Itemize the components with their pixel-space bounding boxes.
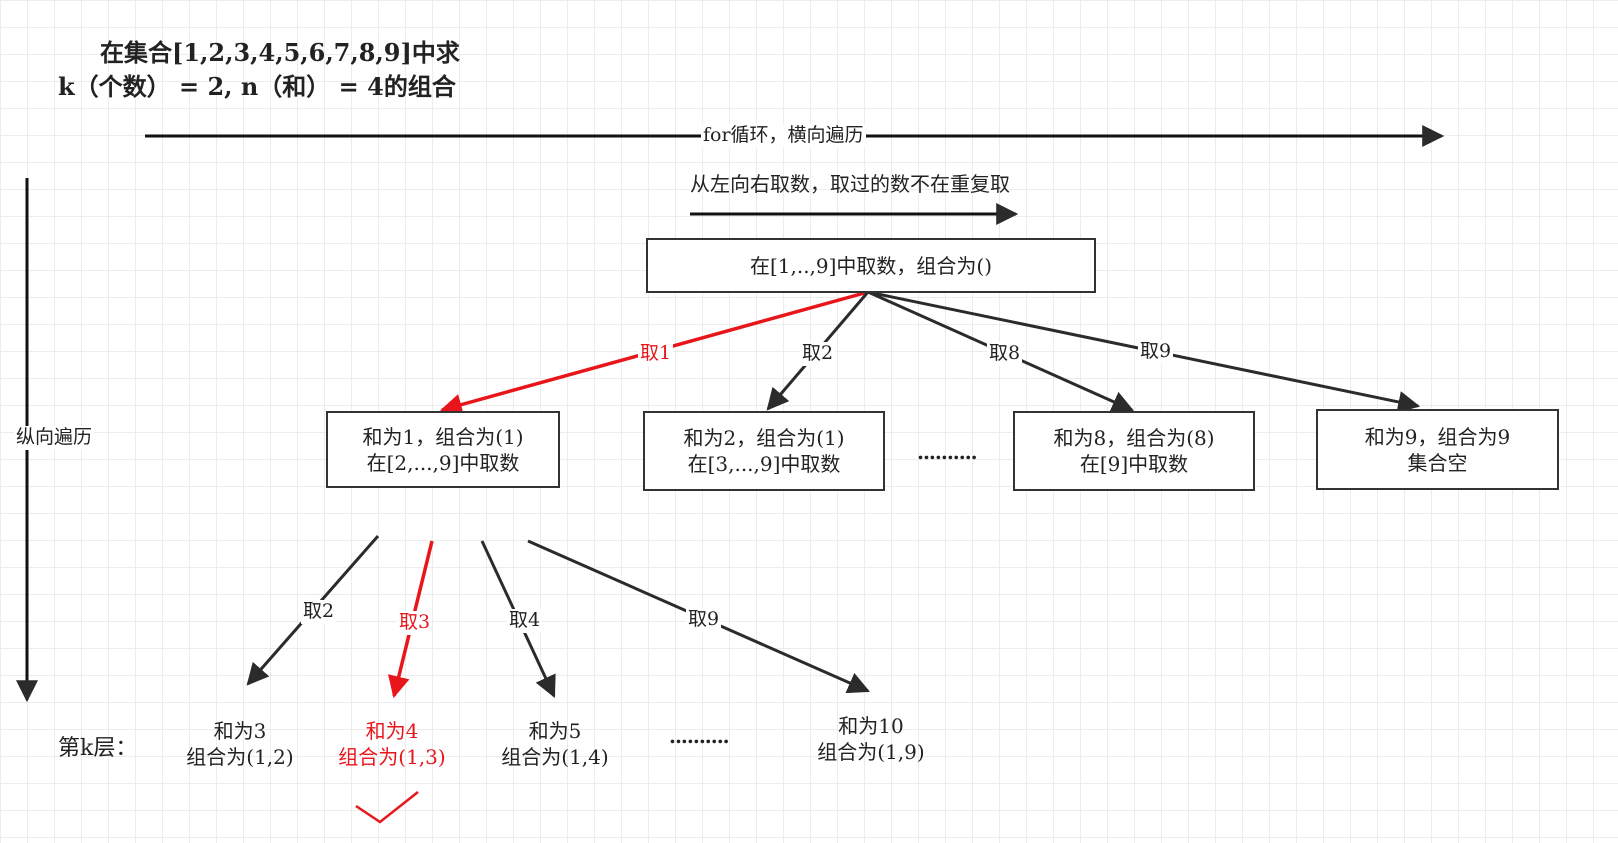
leaf-sum-10-line-1: 和为10 [838,714,904,738]
leaf-sum-10-line-2: 组合为(1,9) [817,740,925,764]
leaf-sum-10: 和为10 组合为(1,9) [806,713,936,765]
edge-label-take-9: 取9 [1138,340,1174,364]
edge-label-level2-take-2: 取2 [301,600,337,624]
root-node: 在[1,..,9]中取数，组合为() [646,238,1096,293]
node-sum-2-line-2: 在[3,...,9]中取数 [687,452,841,476]
node-sum-8-line-1: 和为8，组合为(8) [1053,426,1215,450]
level-k-label: 第k层： [58,736,138,761]
root-node-text: 在[1,..,9]中取数，组合为() [749,253,993,278]
vertical-traversal-label: 纵向遍历 [14,426,95,450]
edge-label-take-8: 取8 [987,342,1023,366]
node-sum-9-line-1: 和为9，组合为9 [1364,424,1511,449]
leaf-sum-4-line-1: 和为4 [365,719,419,743]
leaf-sum-5-line-2: 组合为(1,4) [501,745,609,769]
edge-label-level2-take-9: 取9 [686,608,722,632]
title-line-2: k（个数） = 2, n（和） = 4的组合 [58,72,456,101]
node-sum-1-line-2: 在[2,...,9]中取数 [366,450,520,475]
node-sum-8-line-2: 在[9]中取数 [1079,452,1189,476]
node-sum-9: 和为9，组合为9 集合空 [1316,409,1559,490]
node-sum-1-line-1: 和为1，组合为(1) [362,424,524,449]
edge-label-level2-take-3: 取3 [397,611,433,635]
level2-ellipsis: .......... [669,724,730,748]
leaf-sum-5-line-1: 和为5 [528,719,582,743]
node-sum-8: 和为8，组合为(8) 在[9]中取数 [1013,411,1255,491]
leaf-sum-4: 和为4 组合为(1,3) [327,718,457,770]
level1-ellipsis: .......... [917,440,978,464]
title-line-1: 在集合[1,2,3,4,5,6,7,8,9]中求 [100,38,460,67]
leaf-sum-5: 和为5 组合为(1,4) [490,718,620,770]
node-sum-9-line-2: 集合空 [1407,450,1468,475]
leaf-sum-4-line-2: 组合为(1,3) [338,745,446,769]
edge-label-take-1: 取1 [638,342,674,366]
edge-label-level2-take-4: 取4 [507,609,543,633]
leaf-sum-3-line-1: 和为3 [213,719,267,743]
check-mark-icon [355,791,419,824]
node-sum-2: 和为2，组合为(1) 在[3,...,9]中取数 [643,411,885,491]
horizontal-traversal-label: for循环，横向遍历 [701,124,866,148]
leaf-sum-3-line-2: 组合为(1,2) [186,745,294,769]
edge-label-take-2: 取2 [800,342,836,366]
node-sum-1: 和为1，组合为(1) 在[2,...,9]中取数 [326,411,560,488]
node-sum-2-line-1: 和为2，组合为(1) [683,426,845,450]
leaf-sum-3: 和为3 组合为(1,2) [175,718,305,770]
rule-label: 从左向右取数，取过的数不在重复取 [690,172,1010,196]
